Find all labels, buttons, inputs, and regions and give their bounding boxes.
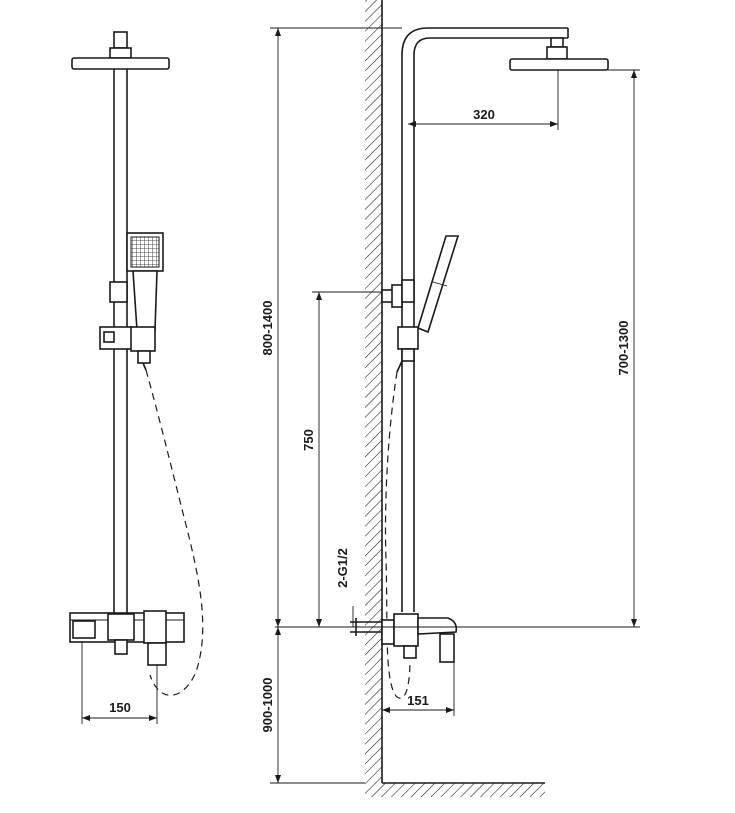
mixer-height-label: 900-1000 <box>260 678 275 733</box>
front-mixer <box>69 610 185 666</box>
front-head-shower <box>71 31 170 70</box>
side-mixer <box>350 613 458 663</box>
side-riser-arm <box>401 27 569 612</box>
floor <box>365 782 545 797</box>
side-wall-bracket <box>381 279 415 308</box>
pipe-height-label: 800-1400 <box>260 301 275 356</box>
wall <box>365 0 383 783</box>
head-height-dimension: 700-1300 <box>608 69 640 627</box>
front-view: 150 <box>69 31 204 724</box>
pipe-height-dimension: 800-1400 <box>260 27 402 627</box>
side-hand-shower <box>397 235 460 362</box>
side-view: 800-1400 750 2-G1/2 320 7 <box>260 0 640 797</box>
head-offset-label: 320 <box>473 107 495 122</box>
thread-dimension: 2-G1/2 <box>335 548 354 627</box>
side-projection-dimension: 151 <box>382 662 455 716</box>
mixer-height-dimension: 900-1000 <box>260 627 365 784</box>
outlet-height-dimension: 750 <box>301 291 382 627</box>
side-head-shower <box>509 37 609 71</box>
thread-label: 2-G1/2 <box>335 548 350 588</box>
front-hose <box>142 362 204 696</box>
side-projection-label: 151 <box>407 693 429 708</box>
front-width-dimension: 150 <box>81 642 158 724</box>
head-offset-dimension: 320 <box>408 70 559 130</box>
front-hand-shower <box>99 232 164 364</box>
side-hose <box>384 360 411 699</box>
front-spacing-label: 150 <box>109 700 131 715</box>
head-height-label: 700-1300 <box>616 321 631 376</box>
outlet-height-label: 750 <box>301 429 316 451</box>
